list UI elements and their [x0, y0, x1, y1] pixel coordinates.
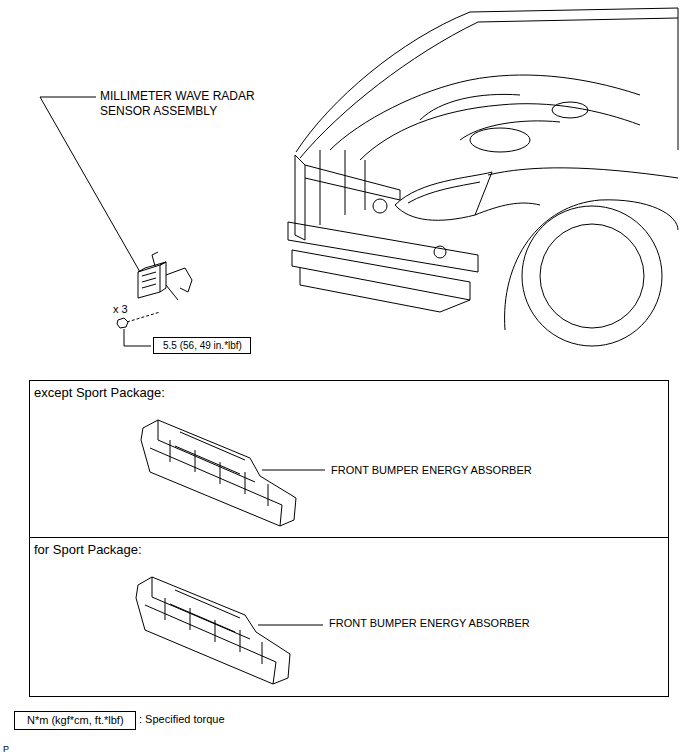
lower-skirt [300, 268, 470, 312]
page-mark: P [3, 744, 9, 755]
bolt-axis-line [127, 312, 160, 322]
leader-line [258, 625, 323, 626]
part-name: FRONT BUMPER ENERGY ABSORBER [329, 617, 530, 630]
engine-cap [552, 102, 588, 118]
engine-cap [470, 128, 530, 152]
absorber-ribs [150, 420, 282, 526]
quantity-label: x 3 [113, 303, 128, 317]
torque-leader [124, 329, 151, 346]
engine-detail [420, 94, 560, 140]
hood-side [678, 8, 679, 150]
torque-box: 5.5 (56, 49 in.*lbf) [153, 337, 251, 354]
leader-line [262, 470, 325, 471]
radiator-support [295, 155, 305, 240]
engine-cover [330, 75, 640, 150]
absorber-ribs [145, 577, 276, 684]
energy-absorber-illustration [141, 420, 296, 526]
engine-cover-lower [360, 104, 640, 160]
bolt-symbol [117, 318, 128, 328]
radar-sensor-illustration [138, 252, 192, 300]
torque-value: N*m (kgf*cm, ft.*lbf) [27, 714, 124, 727]
headlight [395, 172, 492, 220]
radiator-bars [320, 150, 365, 225]
horn [373, 199, 387, 213]
fender-line [488, 168, 678, 178]
rim [540, 224, 644, 328]
wheel [522, 206, 662, 346]
fender-front [475, 203, 540, 215]
panel-heading: except Sport Package: [34, 385, 165, 401]
absorber-outline [136, 577, 290, 684]
fog-light [434, 246, 446, 258]
torque-value: 5.5 (56, 49 in.*lbf) [163, 340, 242, 352]
energy-absorber-illustration [136, 577, 290, 684]
bumper-reinforcement [288, 222, 478, 272]
sensor-bracket [152, 252, 192, 300]
torque-legend-box: N*m (kgf*cm, ft.*lbf) [14, 711, 136, 730]
sensor-detail [142, 272, 156, 288]
upper-support [305, 165, 400, 200]
leader-line [40, 97, 140, 272]
variant-panel: except Sport Package: FRONT BUMPER ENERGY… [29, 380, 669, 538]
absorber-detail [175, 432, 245, 474]
vehicle-front-illustration [288, 8, 678, 346]
absorber-detail [170, 590, 240, 632]
legend-text: : Specified torque [139, 713, 225, 727]
sensor-side [138, 262, 166, 292]
bolt-head [117, 318, 128, 328]
absorber-outline [141, 420, 296, 526]
variant-panel: for Sport Package: FRONT BUMPER ENERGY AB… [29, 538, 669, 697]
panel-heading: for Sport Package: [34, 542, 142, 558]
hood-inner-edge [300, 18, 678, 158]
hood-outline [296, 8, 678, 152]
part-name: MILLIMETER WAVE RADAR SENSOR ASSEMBLY [100, 89, 275, 119]
headlight-detail [408, 182, 480, 203]
part-name: FRONT BUMPER ENERGY ABSORBER [331, 464, 532, 477]
